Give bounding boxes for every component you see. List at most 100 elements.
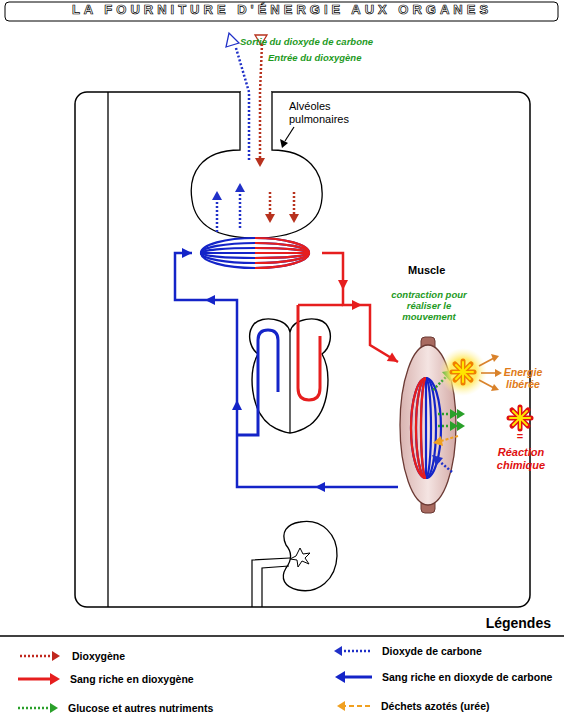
lung-capillaries bbox=[255, 238, 309, 268]
lung-capillaries bbox=[255, 243, 309, 263]
muscle-exchanges bbox=[438, 425, 450, 428]
flow-arrowheads bbox=[352, 300, 362, 310]
muscle-exchanges bbox=[433, 436, 443, 446]
legend-samples bbox=[52, 651, 60, 661]
alveoli-gas-exchange bbox=[265, 214, 275, 223]
oxygenated-blood bbox=[322, 253, 398, 362]
legend-text: Sang riche en dioxygène bbox=[70, 673, 194, 685]
muscle-capillaries bbox=[411, 378, 426, 478]
muscle-capillaries bbox=[425, 378, 427, 478]
legend-samples bbox=[345, 705, 370, 707]
flow-arrowheads bbox=[338, 280, 348, 290]
alveoli-gas-exchange bbox=[216, 200, 219, 232]
leader-line bbox=[285, 127, 294, 141]
alveoli-gas-exchange bbox=[212, 191, 222, 200]
legend-samples bbox=[20, 655, 52, 658]
kidney-shape bbox=[290, 548, 310, 567]
energy-burst bbox=[491, 354, 499, 362]
lung-alveoli: Alvéoles pulmonaires bbox=[192, 148, 322, 266]
energy-burst bbox=[452, 361, 474, 383]
lung-capillaries bbox=[255, 252, 309, 254]
kidney-shape bbox=[283, 521, 337, 590]
reaction-star bbox=[513, 411, 527, 425]
muscle-capillaries bbox=[421, 378, 431, 478]
heart-shape bbox=[237, 330, 278, 435]
muscle-capillaries bbox=[416, 378, 426, 478]
energy-burst bbox=[439, 348, 502, 396]
trachea-gas-flow bbox=[226, 33, 239, 47]
lung-capillaries bbox=[201, 252, 309, 254]
legend-samples bbox=[334, 646, 342, 656]
trachea-gas-flow bbox=[236, 48, 249, 160]
diagram-title: LA FOURNITURE D'ÉNERGIE AUX ORGANES bbox=[0, 3, 564, 18]
reaction-star bbox=[509, 407, 531, 429]
body-outline bbox=[75, 92, 530, 607]
legend-samples bbox=[18, 707, 50, 710]
legend-heading: Légendes bbox=[446, 615, 551, 631]
muscle-exchanges bbox=[450, 409, 458, 419]
alveoli-gas-exchange bbox=[239, 192, 242, 228]
alveoli-gas-exchange bbox=[235, 183, 245, 192]
oxygenated-blood bbox=[322, 253, 398, 362]
gas-label: Sortie du dioxyde de carbone bbox=[240, 37, 410, 48]
legend-samples bbox=[335, 671, 345, 683]
reaction-label: Réaction chimique bbox=[488, 446, 554, 471]
energy-burst bbox=[456, 365, 470, 379]
muscle-exchanges bbox=[457, 421, 465, 431]
body-outline bbox=[107, 92, 108, 607]
leader-line bbox=[280, 127, 294, 148]
legend-samples bbox=[342, 650, 370, 653]
deoxygenated-blood bbox=[175, 248, 398, 487]
kidney-shape bbox=[262, 566, 289, 607]
flow-arrowheads bbox=[205, 280, 362, 492]
energy-burst bbox=[453, 362, 473, 382]
lung-capillaries bbox=[201, 238, 309, 268]
muscle-exchanges bbox=[438, 413, 450, 416]
reaction-star bbox=[510, 408, 530, 428]
muscle-exchanges bbox=[457, 409, 465, 419]
trachea-gas-flow bbox=[260, 44, 262, 158]
trachea-gas-flow bbox=[226, 33, 267, 167]
gas-label: Entrée du dioxygène bbox=[268, 53, 398, 64]
reaction-star bbox=[509, 407, 531, 429]
muscle-capillaries bbox=[416, 378, 436, 478]
arrowhead bbox=[182, 248, 192, 258]
legend-samples bbox=[337, 701, 345, 711]
body-outline bbox=[75, 88, 530, 607]
energy-label: Energie libérée bbox=[493, 366, 553, 390]
energy-burst bbox=[479, 358, 496, 388]
legend-samples bbox=[50, 703, 58, 713]
muscle-exchanges bbox=[441, 436, 458, 441]
muscle-capillaries bbox=[421, 378, 426, 478]
equals-sign: = bbox=[512, 430, 528, 443]
flow-arrowheads bbox=[205, 295, 215, 305]
heart-shape bbox=[250, 319, 331, 433]
energy-burst bbox=[495, 369, 502, 377]
lung-capillaries bbox=[255, 248, 309, 258]
lung-capillaries bbox=[201, 243, 309, 263]
energy-burst bbox=[481, 372, 496, 374]
kidney-shape bbox=[252, 558, 290, 607]
heart-shape bbox=[289, 332, 290, 433]
alveoli-gas-exchange bbox=[212, 183, 299, 232]
muscle-exchanges bbox=[432, 455, 443, 466]
energy-burst bbox=[439, 348, 487, 396]
flow-arrowheads bbox=[232, 400, 242, 410]
legend-text: Dioxyde de carbone bbox=[382, 645, 482, 657]
lung-capillaries bbox=[201, 238, 309, 268]
energy-burst bbox=[456, 365, 470, 379]
flow-arrowheads bbox=[315, 482, 325, 492]
trachea-gas-flow bbox=[255, 158, 265, 167]
legend-text: Déchets azotés (urée) bbox=[381, 700, 490, 712]
lung-capillaries bbox=[201, 248, 309, 258]
deoxygenated-blood bbox=[175, 253, 398, 487]
heart-shape bbox=[298, 304, 343, 307]
muscle-note: contraction pour réaliser le mouvement bbox=[383, 290, 475, 323]
legend-text: Glucose et autres nutriments bbox=[68, 702, 213, 714]
alveoli-gas-exchange bbox=[289, 214, 299, 223]
energy-burst bbox=[479, 380, 494, 388]
energy-burst bbox=[491, 384, 499, 391]
